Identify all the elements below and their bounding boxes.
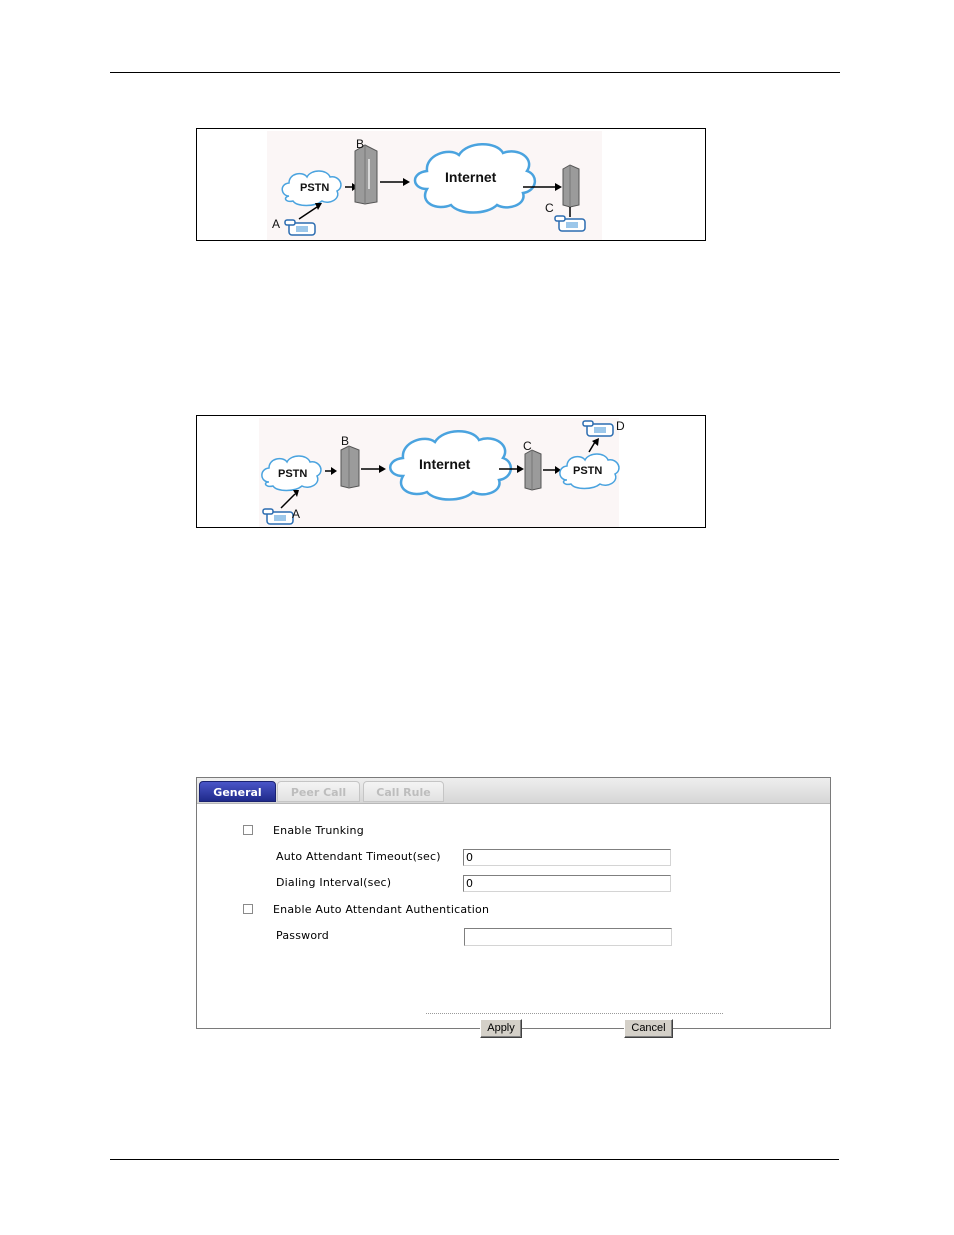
label-b: B — [341, 434, 349, 448]
arrow-a-to-pstn — [280, 490, 299, 509]
phone-a-icon — [262, 508, 294, 525]
dialing-interval-label: Dialing Interval(sec) — [276, 876, 392, 889]
button-divider — [426, 1013, 723, 1014]
label-a: A — [272, 217, 280, 231]
internet-cloud: Internet — [389, 430, 512, 501]
figure-trunking-pstn-to-voip: PSTN B Internet — [196, 128, 706, 241]
apply-button[interactable]: Apply — [480, 1019, 522, 1038]
label-a: A — [292, 507, 300, 521]
enable-trunking-checkbox[interactable] — [243, 825, 253, 835]
pstn-cloud-right: PSTN — [559, 453, 620, 490]
general-form: Enable Trunking Auto Attendant Timeout(s… — [198, 805, 829, 1038]
pstn-right-label: PSTN — [573, 465, 602, 477]
label-c: C — [523, 439, 532, 453]
pstn-cloud-left: PSTN — [261, 455, 322, 492]
enable-auth-label: Enable Auto Attendant Authentication — [273, 903, 490, 916]
device-c-icon — [524, 449, 542, 491]
auto-attendant-timeout-label: Auto Attendant Timeout(sec) — [276, 850, 441, 863]
arrow-a-to-pstn — [298, 203, 322, 220]
tab-general[interactable]: General — [199, 781, 276, 802]
tab-peer-call[interactable]: Peer Call — [277, 781, 360, 802]
device-c-icon — [562, 164, 580, 208]
internet-label: Internet — [419, 456, 471, 472]
enable-trunking-label: Enable Trunking — [273, 824, 364, 837]
arrow-internet-to-c — [523, 183, 562, 191]
arrow-pstn-to-b — [325, 467, 337, 475]
device-b-icon — [340, 445, 360, 489]
trunking-diagram-2: PSTN B Internet — [259, 418, 625, 527]
arrow-pstn-to-d — [588, 438, 599, 453]
header-rule — [110, 72, 840, 73]
tab-call-rule[interactable]: Call Rule — [363, 781, 444, 802]
arrow-c-to-pstn — [543, 466, 561, 474]
dialing-interval-input[interactable]: 0 — [463, 875, 671, 892]
footer-rule — [110, 1159, 839, 1160]
pstn-label: PSTN — [300, 182, 329, 194]
cancel-button[interactable]: Cancel — [624, 1019, 673, 1038]
trunking-general-screen: General Peer Call Call Rule Enable Trunk… — [196, 777, 831, 1038]
figure-trunking-pstn-to-pstn: PSTN B Internet — [196, 415, 706, 528]
pstn-left-label: PSTN — [278, 468, 307, 480]
label-c: C — [545, 201, 554, 215]
phone-c-icon — [554, 215, 586, 232]
pstn-cloud: PSTN — [281, 170, 342, 207]
arrow-b-to-internet — [361, 465, 386, 473]
label-d: D — [616, 419, 625, 433]
phone-a-icon — [284, 219, 316, 236]
password-label: Password — [276, 929, 329, 942]
internet-cloud: Internet — [413, 143, 536, 214]
password-input[interactable] — [464, 928, 672, 946]
internet-label: Internet — [445, 169, 497, 185]
auto-attendant-timeout-input[interactable]: 0 — [463, 849, 671, 866]
label-b: B — [356, 137, 364, 151]
enable-auth-checkbox[interactable] — [243, 904, 253, 914]
trunking-diagram-1: PSTN B Internet — [267, 131, 602, 240]
arrow-b-to-internet — [380, 178, 410, 186]
phone-d-icon — [582, 420, 614, 437]
tab-bar: General Peer Call Call Rule — [197, 778, 830, 804]
arrow-internet-to-c — [499, 465, 524, 473]
device-b-icon — [354, 144, 378, 205]
